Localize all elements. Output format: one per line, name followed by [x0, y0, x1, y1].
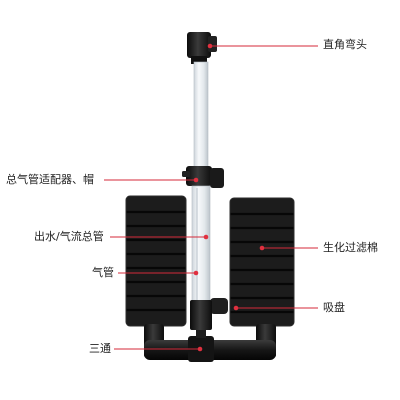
right-sponge: [229, 197, 295, 327]
label-air-tube: 气管: [92, 266, 114, 279]
air-cap-adapter: [182, 166, 224, 188]
label-bio-sponge: 生化过滤棉: [323, 241, 378, 254]
callout-dot-outlet: [203, 234, 209, 240]
label-air-cap: 总气管适配器、帽: [6, 173, 94, 186]
label-suction-cup: 吸盘: [323, 301, 345, 314]
callout-dot-tee: [197, 346, 203, 352]
callout-dot-suction: [233, 305, 239, 311]
tube-coupling: [190, 300, 212, 330]
suction-cup: [210, 298, 228, 314]
callout-dots: [193, 43, 265, 352]
label-elbow: 直角弯头: [323, 38, 367, 51]
label-tee: 三通: [89, 342, 111, 355]
callout-dot-airtube: [193, 270, 199, 276]
callout-dot-bio: [259, 245, 265, 251]
callout-dot-cap: [193, 177, 199, 183]
callout-dot-elbow: [207, 43, 213, 49]
label-outlet-tube: 出水/气流总管: [34, 230, 104, 243]
outlet-tube: [193, 61, 209, 175]
callout-lines: [104, 45, 318, 350]
elbow-fitting: [187, 32, 217, 64]
left-sponge: [125, 195, 187, 327]
lower-clear-tube: [191, 185, 211, 303]
